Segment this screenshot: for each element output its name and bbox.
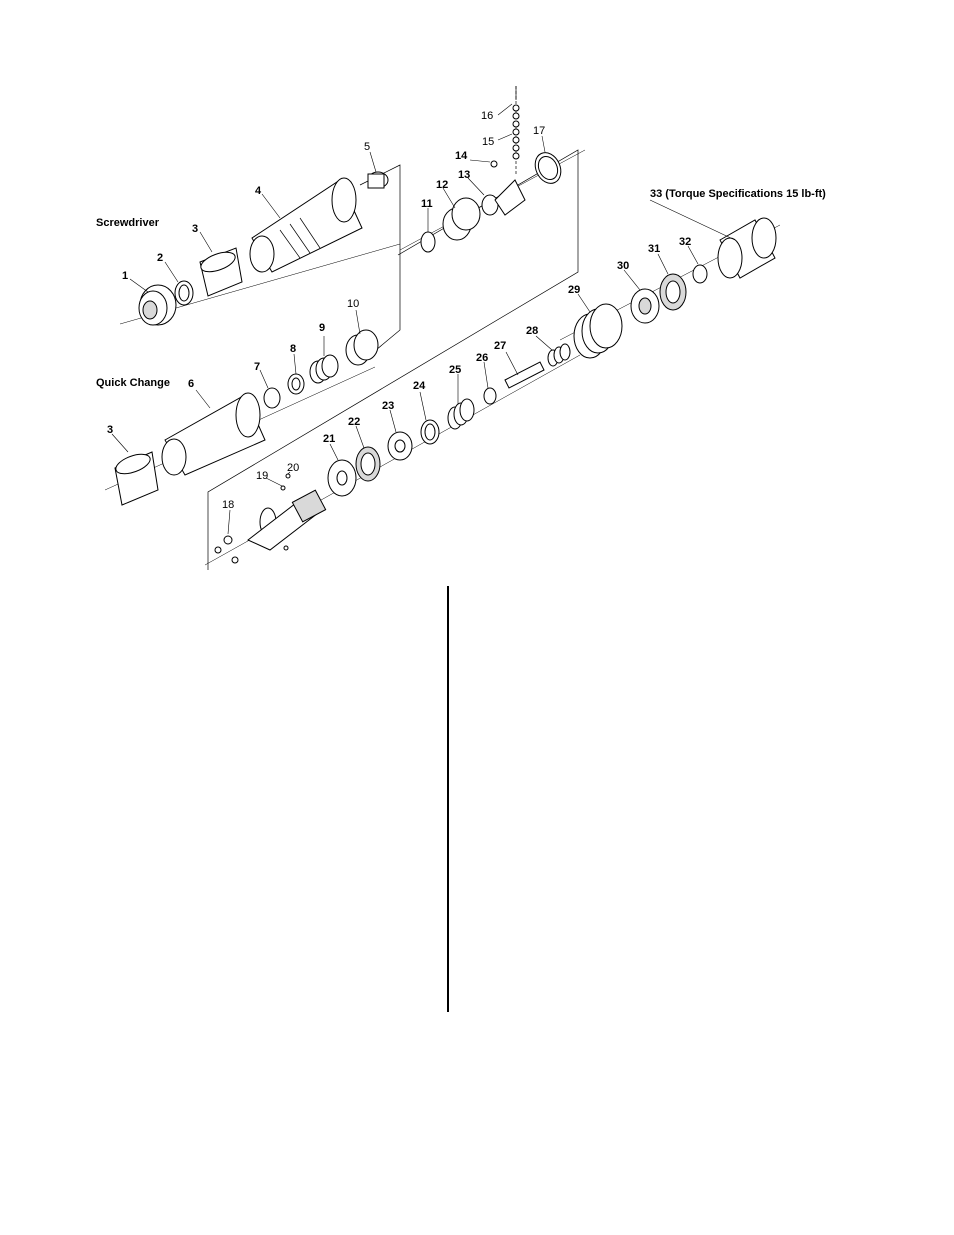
part-15-ball-chain	[513, 105, 519, 159]
part-23-washer	[388, 432, 412, 460]
part-27-rod	[505, 362, 544, 388]
label-part-23: 23	[382, 400, 394, 412]
label-part-20: 20	[287, 462, 299, 474]
label-part-2: 2	[157, 252, 163, 264]
label-part-24: 24	[413, 380, 426, 392]
assembly-axes	[105, 150, 780, 565]
part-3-sleeve-lower	[113, 450, 158, 505]
label-part-32: 32	[679, 236, 691, 248]
label-part-29: 29	[568, 284, 580, 296]
part-11-ring	[421, 232, 435, 252]
label-part-6: 6	[188, 378, 194, 390]
label-part-19: 19	[256, 470, 268, 482]
label-part-3-lower: 3	[107, 424, 113, 436]
label-part-28: 28	[526, 325, 538, 337]
label-part-1: 1	[122, 270, 128, 282]
part-12-cup	[443, 198, 480, 240]
label-part-21: 21	[323, 433, 335, 445]
part-9-spring	[310, 355, 338, 383]
label-part-26: 26	[476, 352, 488, 364]
label-part-25: 25	[449, 364, 461, 376]
label-part-8: 8	[290, 343, 296, 355]
part-spindle-shaft	[248, 490, 326, 550]
part-14-ball	[491, 161, 497, 167]
part-22-gear	[356, 447, 380, 481]
part-4-housing	[250, 178, 362, 272]
label-part-3-upper: 3	[192, 223, 198, 235]
part-32-clip	[693, 265, 707, 283]
label-part-30: 30	[617, 260, 629, 272]
heading-torque-spec: 33 (Torque Specifications 15 lb-ft)	[650, 188, 826, 200]
label-part-22: 22	[348, 416, 360, 428]
part-5-bushing	[368, 172, 388, 188]
label-part-27: 27	[494, 340, 506, 352]
part-19-pin	[281, 486, 285, 490]
label-part-11: 11	[421, 198, 433, 210]
part-26-clip	[484, 388, 496, 404]
part-18-ball	[215, 536, 238, 563]
part-24-ring	[421, 420, 439, 444]
part-1-nut	[139, 285, 176, 325]
part-10-sleeve	[346, 330, 378, 365]
part-2-washer	[175, 281, 193, 305]
label-part-18: 18	[222, 499, 234, 511]
label-part-14: 14	[455, 150, 468, 162]
part-6-housing	[162, 393, 265, 475]
part-31-gear	[660, 274, 686, 310]
label-part-12: 12	[436, 179, 448, 191]
label-part-31: 31	[648, 243, 660, 255]
part-3-sleeve-upper	[198, 248, 242, 296]
label-part-16: 16	[481, 110, 493, 122]
label-part-10: 10	[347, 298, 359, 310]
label-part-7: 7	[254, 361, 260, 373]
part-29-spring	[574, 304, 622, 358]
label-part-4: 4	[255, 185, 262, 197]
part-13-spindle	[482, 180, 525, 215]
part-17-ring	[530, 148, 565, 187]
part-7-clip	[264, 388, 280, 408]
label-part-15: 15	[482, 136, 494, 148]
label-part-5: 5	[364, 141, 370, 153]
heading-screwdriver: Screwdriver	[96, 217, 160, 229]
part-21-washer	[328, 460, 356, 496]
label-part-13: 13	[458, 169, 470, 181]
heading-quick-change: Quick Change	[96, 377, 170, 389]
label-part-9: 9	[319, 322, 325, 334]
label-part-17: 17	[533, 125, 545, 137]
part-25-spring	[448, 399, 474, 429]
part-8-washer	[288, 374, 304, 394]
part-33-ring-nut	[718, 218, 776, 278]
exploded-boundary-lines	[208, 86, 578, 570]
part-30-bearing	[631, 289, 659, 323]
